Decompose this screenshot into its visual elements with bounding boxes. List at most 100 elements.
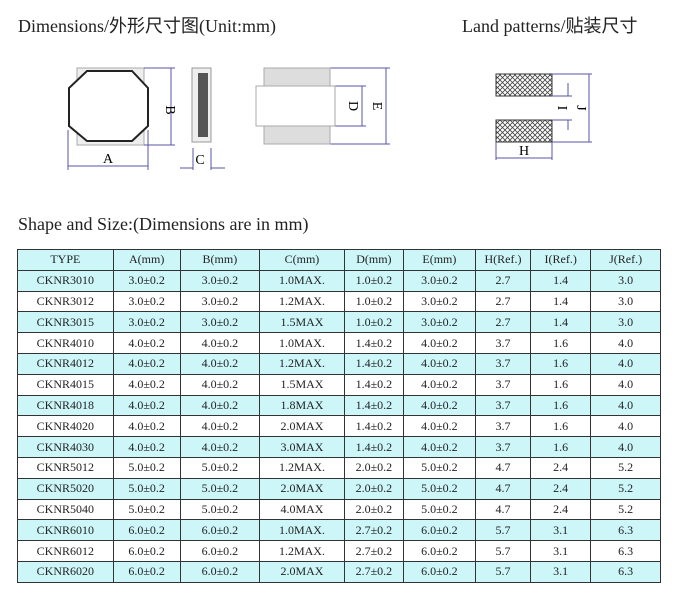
table-cell: 2.0±0.2	[343, 498, 405, 521]
table-cell: 4.0±0.2	[403, 394, 476, 417]
table-cell: 1.5MAX	[259, 373, 345, 396]
table-cell: 4.0	[590, 394, 661, 417]
column-header: D(mm)	[343, 249, 405, 271]
table-cell: 1.8MAX	[259, 394, 345, 417]
table-cell: 4.7	[474, 477, 532, 500]
shape-size-title: Shape and Size:(Dimensions are in mm)	[18, 214, 309, 234]
table-cell: 6.3	[590, 540, 661, 562]
table-cell: 4.0±0.2	[403, 352, 476, 375]
table-cell: 5.2	[590, 456, 661, 479]
table-cell: 3.0±0.2	[179, 269, 261, 292]
table-cell: 3.7	[474, 332, 532, 354]
table-cell: 3.7	[474, 373, 532, 396]
dimensions-title: Dimensions/外形尺寸图(Unit:mm)	[18, 16, 276, 36]
table-cell: 4.0±0.2	[403, 373, 476, 396]
column-header: TYPE	[17, 249, 114, 271]
table-cell: 6.0±0.2	[179, 519, 261, 542]
table-cell: 2.7±0.2	[343, 560, 405, 583]
table-cell: 1.4	[530, 311, 592, 334]
label-b: B	[162, 105, 177, 114]
table-cell: 4.0±0.2	[179, 373, 261, 396]
table-cell: 3.0MAX	[259, 436, 345, 458]
label-c: C	[195, 153, 204, 168]
table-cell: 3.0±0.2	[112, 290, 181, 313]
table-cell: 3.0±0.2	[112, 269, 181, 292]
table-cell: 5.2	[590, 477, 661, 500]
table-cell: 3.1	[530, 519, 592, 542]
table-cell: 2.0±0.2	[343, 456, 405, 479]
table-cell: 1.4±0.2	[343, 373, 405, 396]
table-cell: 1.4±0.2	[343, 352, 405, 375]
table-cell: CKNR6010	[17, 519, 114, 542]
table-cell: 2.0MAX	[259, 477, 345, 500]
table-cell: 2.4	[530, 498, 592, 521]
column-header: A(mm)	[112, 249, 181, 271]
table-cell: 5.7	[474, 519, 532, 542]
table-cell: CKNR4030	[17, 436, 114, 458]
table-cell: 1.4	[530, 269, 592, 292]
table-cell: 1.0MAX.	[259, 332, 345, 354]
table-cell: 1.6	[530, 415, 592, 438]
table-cell: 4.0±0.2	[403, 415, 476, 438]
table-cell: 6.0±0.2	[112, 560, 181, 583]
table-cell: 4.0±0.2	[179, 352, 261, 375]
table-cell: 1.0MAX.	[259, 519, 345, 542]
table-cell: 2.7±0.2	[343, 519, 405, 542]
table-cell: 4.0±0.2	[112, 436, 181, 458]
table-cell: 2.0MAX	[259, 415, 345, 438]
table-cell: 3.0±0.2	[403, 290, 476, 313]
table-cell: CKNR5040	[17, 498, 114, 521]
table-cell: 5.7	[474, 540, 532, 562]
table-cell: 4.0±0.2	[112, 373, 181, 396]
table-cell: 3.0±0.2	[112, 311, 181, 334]
column-header: J(Ref.)	[590, 249, 661, 271]
label-j: J	[573, 105, 588, 111]
label-e: E	[369, 102, 384, 111]
table-cell: 2.0MAX	[259, 560, 345, 583]
table-cell: 5.2	[590, 498, 661, 521]
table-cell: 4.0±0.2	[403, 436, 476, 458]
table-cell: CKNR3012	[17, 290, 114, 313]
table-cell: 6.0±0.2	[403, 540, 476, 562]
table-cell: 4.0±0.2	[112, 332, 181, 354]
table-cell: 4.0±0.2	[403, 332, 476, 354]
table-cell: 6.0±0.2	[403, 560, 476, 583]
table-cell: 6.0±0.2	[112, 540, 181, 562]
column-header: H(Ref.)	[474, 249, 532, 271]
table-cell: 3.0±0.2	[179, 290, 261, 313]
table-cell: 5.0±0.2	[179, 498, 261, 521]
table-cell: 5.0±0.2	[179, 477, 261, 500]
table-cell: 4.0MAX	[259, 498, 345, 521]
table-cell: 1.4±0.2	[343, 394, 405, 417]
table-cell: 4.0	[590, 436, 661, 458]
table-cell: 3.7	[474, 394, 532, 417]
table-cell: 6.0±0.2	[179, 540, 261, 562]
table-cell: 4.0±0.2	[112, 415, 181, 438]
table-cell: 3.1	[530, 560, 592, 583]
table-cell: CKNR6012	[17, 540, 114, 562]
table-cell: 1.4±0.2	[343, 332, 405, 354]
table-cell: 1.0±0.2	[343, 290, 405, 313]
table-cell: 4.0	[590, 352, 661, 375]
table-cell: 3.0±0.2	[403, 311, 476, 334]
table-cell: 4.0±0.2	[112, 352, 181, 375]
table-cell: 1.2MAX.	[259, 352, 345, 375]
table-cell: 2.4	[530, 477, 592, 500]
table-cell: 4.0±0.2	[179, 332, 261, 354]
table-cell: 3.7	[474, 415, 532, 438]
table-cell: 5.0±0.2	[112, 498, 181, 521]
table-cell: 4.0±0.2	[112, 394, 181, 417]
column-header: C(mm)	[259, 249, 345, 271]
